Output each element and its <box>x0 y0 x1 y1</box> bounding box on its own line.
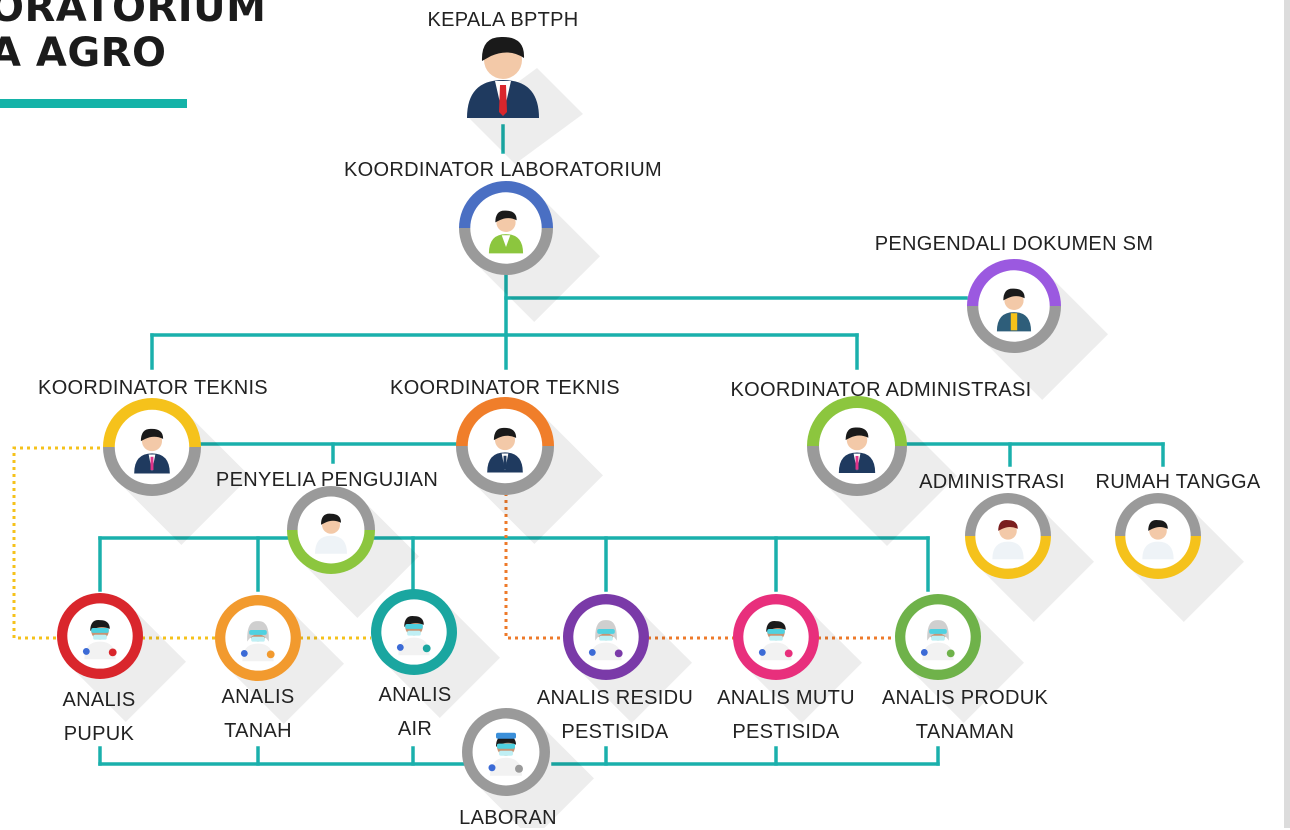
node-pengendali <box>967 259 1108 400</box>
node-koor-teknis-1 <box>103 398 250 545</box>
lab-analyst-woman-icon <box>240 621 275 662</box>
node-koor-teknis-2 <box>456 397 603 544</box>
node-analis-mutu <box>733 594 862 723</box>
lab-analyst-man-icon <box>82 620 117 660</box>
label-pengendali: PENGENDALI DOKUMEN SM <box>874 233 1154 255</box>
woman-green-vest-icon <box>488 210 524 254</box>
label-laboran: LABORAN <box>459 807 557 829</box>
node-analis-air <box>371 589 500 718</box>
right-edge-bar <box>1284 0 1290 828</box>
label-analis-residu-line1: ANALIS RESIDU <box>536 687 694 709</box>
label-analis-tanah-line1: ANALIS <box>221 686 295 708</box>
woman-yellow-scarf-icon <box>996 288 1032 332</box>
label-analis-mutu-line1: ANALIS MUTU <box>717 687 855 709</box>
label-administrasi: ADMINISTRASI <box>919 471 1065 493</box>
label-analis-mutu-line2: PESTISIDA <box>732 721 840 743</box>
title-line-1: ORATORIUM <box>0 0 267 31</box>
scientist-man-icon <box>315 513 347 554</box>
node-administrasi <box>965 493 1094 622</box>
lab-scientist-icon <box>488 732 523 776</box>
woman-in-suit-pink-tie-icon <box>838 427 876 473</box>
label-analis-tanah-line2: TANAH <box>224 720 292 742</box>
label-analis-pupuk-line1: ANALIS <box>62 689 136 711</box>
label-koor-teknis-2: KOORDINATOR TEKNIS <box>390 377 620 399</box>
lab-analyst-woman-icon <box>588 620 623 661</box>
label-analis-produk: ANALIS PRODUK TANAMAN <box>882 681 1048 749</box>
label-rumah-tangga: RUMAH TANGGA <box>1095 471 1261 493</box>
node-laboran <box>462 708 594 828</box>
man-in-suit-red-tie-icon <box>467 36 539 118</box>
label-kepala: KEPALA BPTPH <box>427 9 579 31</box>
label-koordinator-lab: KOORDINATOR LABORATORIUM <box>344 159 662 181</box>
node-koordinator-lab <box>459 181 600 322</box>
label-analis-residu-line2: PESTISIDA <box>561 721 669 743</box>
label-analis-tanah: ANALIS TANAH <box>222 680 295 748</box>
man-office-icon <box>1142 520 1174 560</box>
label-analis-pupuk: ANALIS PUPUK <box>63 683 136 751</box>
woman-office-icon <box>992 520 1024 560</box>
man-in-suit-icon <box>487 427 523 473</box>
lab-analyst-woman-icon <box>920 620 955 661</box>
node-koor-admin <box>807 396 957 546</box>
title-line-2: A AGRO <box>0 30 167 76</box>
label-analis-produk-line1: ANALIS PRODUK <box>881 687 1049 709</box>
node-analis-pupuk <box>57 593 186 722</box>
label-penyelia: PENYELIA PENGUJIAN <box>215 469 439 491</box>
title-underline <box>0 99 187 108</box>
node-analis-tanah <box>215 595 344 724</box>
lab-analyst-man-icon <box>396 616 431 656</box>
dotted-orange-left <box>504 486 564 640</box>
woman-in-suit-icon <box>134 428 170 474</box>
label-analis-pupuk-line2: PUPUK <box>63 723 135 745</box>
label-analis-air-line1: ANALIS <box>378 684 452 706</box>
label-analis-mutu: ANALIS MUTU PESTISIDA <box>717 681 855 749</box>
dotted-yellow-left <box>12 446 100 640</box>
node-analis-residu <box>563 594 692 723</box>
node-rumah-tangga <box>1115 493 1244 622</box>
label-analis-air: ANALIS AIR <box>379 678 452 746</box>
label-analis-residu: ANALIS RESIDU PESTISIDA <box>537 681 693 749</box>
label-analis-produk-line2: TANAMAN <box>915 721 1015 743</box>
node-analis-produk <box>895 594 1024 723</box>
label-analis-air-line2: AIR <box>397 718 433 740</box>
node-kepala <box>467 36 583 164</box>
label-koor-admin: KOORDINATOR ADMINISTRASI <box>730 379 1032 401</box>
node-penyelia <box>287 486 419 618</box>
lab-analyst-man-icon <box>758 621 793 661</box>
label-koor-teknis-1: KOORDINATOR TEKNIS <box>38 377 268 399</box>
